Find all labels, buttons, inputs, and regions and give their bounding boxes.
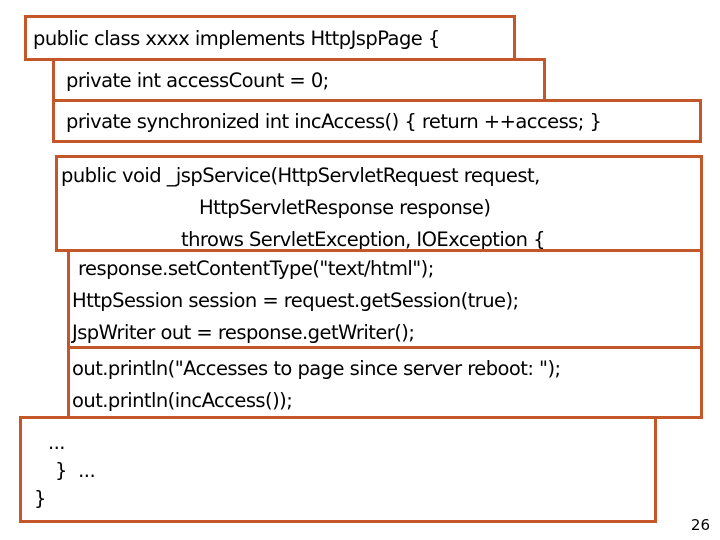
code-line: private int accessCount = 0; xyxy=(66,69,329,92)
code-line: } xyxy=(34,487,46,510)
code-line: HttpSession session = request.getSession… xyxy=(72,289,519,312)
closing-braces-box: ... } ... } xyxy=(19,416,657,523)
inc-access-method-box: private synchronized int incAccess() { r… xyxy=(52,99,702,143)
code-line: JspWriter out = response.getWriter(); xyxy=(72,321,415,344)
code-line: public class xxxx implements HttpJspPage… xyxy=(33,27,440,50)
code-line: private synchronized int incAccess() { r… xyxy=(66,110,602,133)
code-line: throws ServletException, IOException { xyxy=(181,228,546,251)
code-line: out.println("Accesses to page since serv… xyxy=(72,357,561,380)
code-line: out.println(incAccess()); xyxy=(72,389,293,412)
service-body-top-box: response.setContentType("text/html"); Ht… xyxy=(67,249,703,349)
code-line: } ... xyxy=(55,459,96,482)
field-declaration-box: private int accessCount = 0; xyxy=(52,58,546,102)
service-body-bottom-box: out.println("Accesses to page since serv… xyxy=(67,346,703,419)
class-declaration-box: public class xxxx implements HttpJspPage… xyxy=(24,15,516,61)
code-line: HttpServletResponse response) xyxy=(199,196,491,219)
code-line: ... xyxy=(48,431,66,454)
code-line: public void _jspService(HttpServletReque… xyxy=(61,164,540,187)
page-number: 26 xyxy=(690,516,710,534)
code-line: response.setContentType("text/html"); xyxy=(78,257,434,280)
jsp-service-signature-box: public void _jspService(HttpServletReque… xyxy=(55,155,703,252)
